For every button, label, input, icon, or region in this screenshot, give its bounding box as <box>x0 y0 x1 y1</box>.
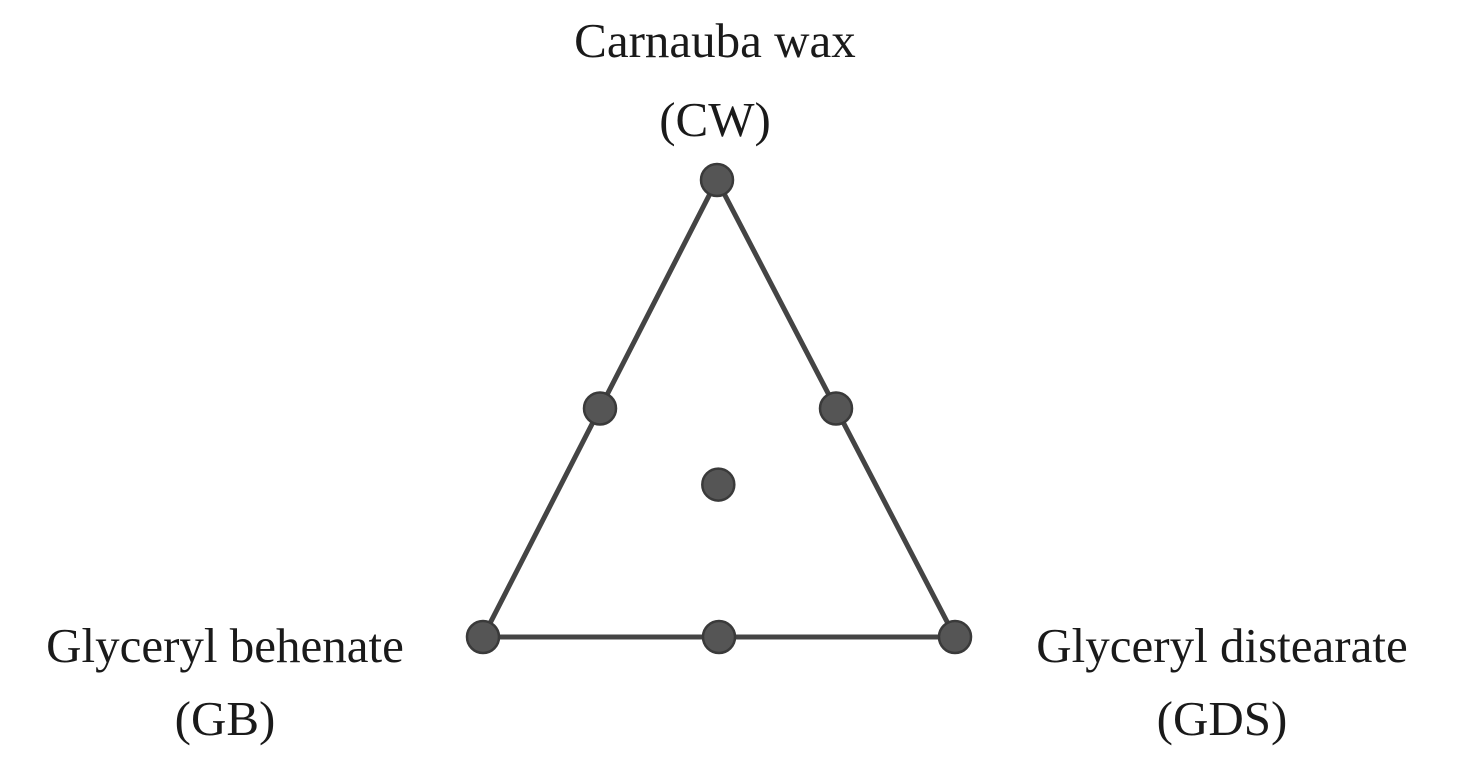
vertex-right-abbr: (GDS) <box>1157 691 1288 746</box>
design-point-cw-gb <box>582 391 618 426</box>
design-point-centroid <box>701 467 736 502</box>
triangle-outline <box>480 177 958 640</box>
vertex-top-name: Carnauba wax <box>574 13 856 68</box>
design-point-gb-gds <box>701 619 737 655</box>
design-point-gds <box>937 619 973 655</box>
vertex-left-name: Glyceryl behenate <box>46 618 404 673</box>
design-point-cw-gds <box>818 391 854 426</box>
vertex-right-name: Glyceryl distearate <box>1036 618 1407 673</box>
design-point-gb <box>465 619 501 655</box>
design-points <box>465 162 973 655</box>
vertex-top-abbr: (CW) <box>659 92 771 147</box>
vertex-left-abbr: (GB) <box>175 691 276 746</box>
design-point-cw <box>699 162 735 198</box>
